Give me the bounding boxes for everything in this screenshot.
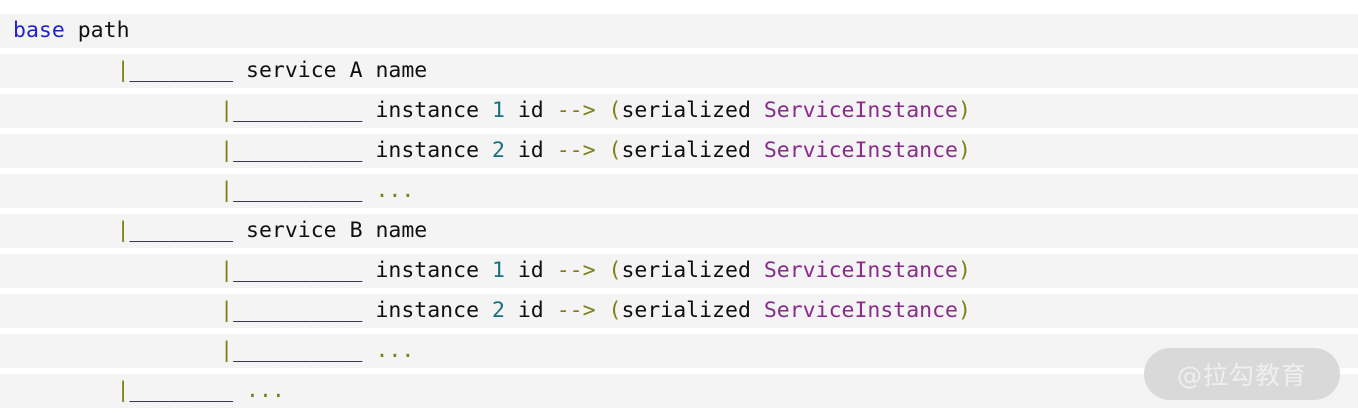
token-plain: service A name bbox=[233, 58, 428, 83]
token-type: ServiceInstance bbox=[763, 258, 959, 283]
token-under: __________ bbox=[233, 258, 363, 283]
token-plain bbox=[13, 98, 220, 123]
token-num: 2 bbox=[491, 138, 505, 163]
token-pipe: | bbox=[220, 98, 234, 123]
token-plain: id bbox=[504, 138, 557, 163]
line-5-service-a-instance-more: |__________ ... bbox=[0, 174, 1358, 208]
token-plain: serialized bbox=[621, 98, 764, 123]
line-8-service-b-instance-2: |__________ instance 2 id --> (serialize… bbox=[0, 294, 1358, 328]
token-paren: ) bbox=[958, 258, 971, 283]
token-pipe: | bbox=[220, 138, 234, 163]
token-under: __________ bbox=[233, 178, 363, 203]
token-dots: ... bbox=[375, 178, 415, 203]
line-4-service-a-instance-2: |__________ instance 2 id --> (serialize… bbox=[0, 134, 1358, 168]
token-plain: service B name bbox=[233, 218, 428, 243]
token-pipe: | bbox=[116, 58, 130, 83]
line-9-service-b-instance-more: |__________ ... bbox=[0, 334, 1358, 368]
token-plain bbox=[13, 178, 220, 203]
token-pipe: | bbox=[116, 218, 130, 243]
token-paren: ( bbox=[608, 298, 622, 323]
token-num: 2 bbox=[491, 298, 505, 323]
token-arrow: --> bbox=[556, 98, 596, 123]
token-type: ServiceInstance bbox=[763, 298, 959, 323]
token-plain: serialized bbox=[621, 258, 764, 283]
line-10-service-more: |________ ... bbox=[0, 374, 1358, 408]
token-num: 1 bbox=[491, 258, 505, 283]
token-arrow: --> bbox=[556, 298, 596, 323]
token-plain bbox=[13, 378, 117, 403]
token-plain: path bbox=[77, 18, 130, 43]
token-paren: ( bbox=[608, 98, 622, 123]
token-plain: instance bbox=[362, 98, 492, 123]
token-plain bbox=[13, 298, 220, 323]
token-plain bbox=[363, 178, 376, 203]
token-num: 1 bbox=[491, 98, 505, 123]
line-3-service-a-instance-1: |__________ instance 1 id --> (serialize… bbox=[0, 94, 1358, 128]
token-dots: ... bbox=[246, 378, 285, 403]
token-plain: instance bbox=[362, 258, 492, 283]
token-plain: serialized bbox=[621, 138, 764, 163]
token-plain bbox=[596, 298, 609, 323]
token-pipe: | bbox=[116, 378, 130, 403]
token-pipe: | bbox=[220, 298, 234, 323]
token-plain bbox=[13, 58, 117, 83]
token-plain bbox=[233, 378, 246, 403]
token-plain bbox=[596, 98, 609, 123]
line-2-service-a: |________ service A name bbox=[0, 54, 1358, 88]
line-1-base-path: base path bbox=[0, 14, 1358, 48]
token-plain bbox=[596, 258, 609, 283]
token-under: __________ bbox=[233, 138, 363, 163]
token-plain: id bbox=[504, 258, 557, 283]
token-plain: instance bbox=[362, 298, 492, 323]
token-plain bbox=[13, 218, 117, 243]
token-arrow: --> bbox=[556, 258, 596, 283]
token-kw: base bbox=[13, 18, 65, 43]
code-lines-container: base path |________ service A name |____… bbox=[0, 14, 1358, 408]
token-dots: ... bbox=[375, 338, 415, 363]
token-under: ________ bbox=[129, 58, 234, 83]
token-plain: instance bbox=[362, 138, 492, 163]
token-under: __________ bbox=[233, 298, 363, 323]
token-plain bbox=[13, 258, 220, 283]
token-under: __________ bbox=[233, 338, 363, 363]
token-type: ServiceInstance bbox=[763, 98, 959, 123]
line-6-service-b: |________ service B name bbox=[0, 214, 1358, 248]
line-7-service-b-instance-1: |__________ instance 1 id --> (serialize… bbox=[0, 254, 1358, 288]
token-plain: id bbox=[504, 298, 557, 323]
token-arrow: --> bbox=[556, 138, 596, 163]
token-under: __________ bbox=[233, 98, 363, 123]
token-plain: id bbox=[504, 98, 557, 123]
token-type: ServiceInstance bbox=[763, 138, 959, 163]
token-plain bbox=[65, 18, 78, 43]
token-plain bbox=[13, 338, 220, 363]
token-paren: ( bbox=[608, 138, 622, 163]
token-plain bbox=[363, 338, 376, 363]
token-pipe: | bbox=[220, 338, 234, 363]
token-plain bbox=[13, 138, 220, 163]
token-paren: ) bbox=[958, 298, 971, 323]
token-paren: ) bbox=[958, 98, 971, 123]
token-paren: ( bbox=[608, 258, 622, 283]
token-under: ________ bbox=[129, 218, 234, 243]
token-plain bbox=[596, 138, 609, 163]
token-pipe: | bbox=[220, 178, 234, 203]
token-paren: ) bbox=[958, 138, 971, 163]
token-plain: serialized bbox=[621, 298, 764, 323]
token-under: ________ bbox=[129, 378, 234, 403]
token-pipe: | bbox=[220, 258, 234, 283]
